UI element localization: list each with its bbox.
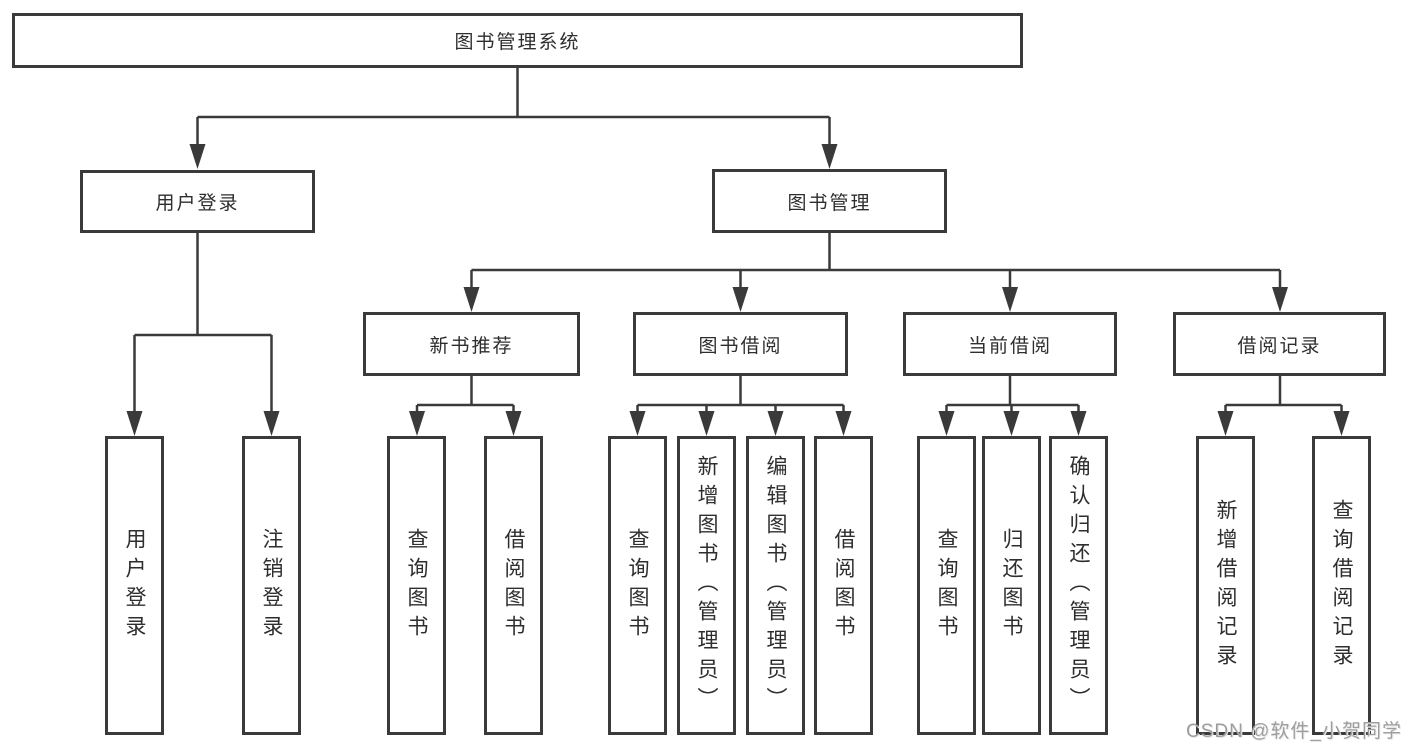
arrowhead-icon xyxy=(189,144,206,169)
arrowheads xyxy=(126,144,1350,436)
leaf-records-add: 新增借阅记录 xyxy=(1196,436,1255,735)
leaf-borrow-edit-admin: 编辑图书（管理员） xyxy=(746,436,805,735)
arrowhead-icon xyxy=(1333,411,1350,436)
arrowhead-icon xyxy=(1070,411,1087,436)
node-current-borrow: 当前借阅 xyxy=(903,312,1117,376)
connector-newbooks-to-leaves xyxy=(415,376,515,418)
node-book-management: 图书管理 xyxy=(712,169,947,233)
leaf-borrow-query: 查询图书 xyxy=(608,436,667,735)
leaf-logout: 注销登录 xyxy=(242,436,301,735)
arrowhead-icon xyxy=(821,144,838,169)
connector-root-to-level2 xyxy=(196,68,831,150)
node-user-login: 用户登录 xyxy=(80,170,315,233)
leaf-newbooks-query: 查询图书 xyxy=(387,436,446,735)
arrowhead-icon xyxy=(126,411,143,436)
arrowhead-icon xyxy=(835,411,852,436)
leaf-current-return: 归还图书 xyxy=(982,436,1041,735)
arrowhead-icon xyxy=(732,287,749,312)
arrowhead-icon xyxy=(1217,411,1234,436)
arrowhead-icon xyxy=(1003,411,1020,436)
arrowhead-icon xyxy=(463,287,480,312)
node-book-borrow: 图书借阅 xyxy=(633,312,848,376)
arrowhead-icon xyxy=(1002,287,1018,312)
leaf-current-query: 查询图书 xyxy=(917,436,976,735)
leaf-records-query: 查询借阅记录 xyxy=(1312,436,1371,735)
arrowhead-icon xyxy=(938,411,955,436)
arrowhead-icon xyxy=(767,411,784,436)
leaf-newbooks-borrow: 借阅图书 xyxy=(484,436,543,735)
node-borrow-records: 借阅记录 xyxy=(1173,312,1386,376)
node-new-book-recommend: 新书推荐 xyxy=(363,312,580,376)
leaf-borrow-borrow: 借阅图书 xyxy=(814,436,873,735)
connector-userlogin-to-leaves xyxy=(133,233,273,418)
connector-records-to-leaves xyxy=(1224,376,1343,418)
arrowhead-icon xyxy=(698,411,715,436)
connector-bookborrow-to-leaves xyxy=(636,376,845,418)
connector-bookmgmt-to-level3 xyxy=(470,233,1282,293)
leaf-current-confirm-admin: 确认归还（管理员） xyxy=(1049,436,1108,735)
leaf-borrow-add-admin: 新增图书（管理员） xyxy=(677,436,736,735)
leaf-user-login: 用户登录 xyxy=(105,436,164,735)
arrowhead-icon xyxy=(629,411,646,436)
node-root-system: 图书管理系统 xyxy=(12,13,1023,68)
arrowhead-icon xyxy=(505,411,522,436)
csdn-watermark: CSDN @软件_小贺同学 xyxy=(1186,721,1402,742)
arrowhead-icon xyxy=(263,411,280,436)
arrowhead-icon xyxy=(1272,287,1288,312)
arrowhead-icon xyxy=(409,411,425,436)
